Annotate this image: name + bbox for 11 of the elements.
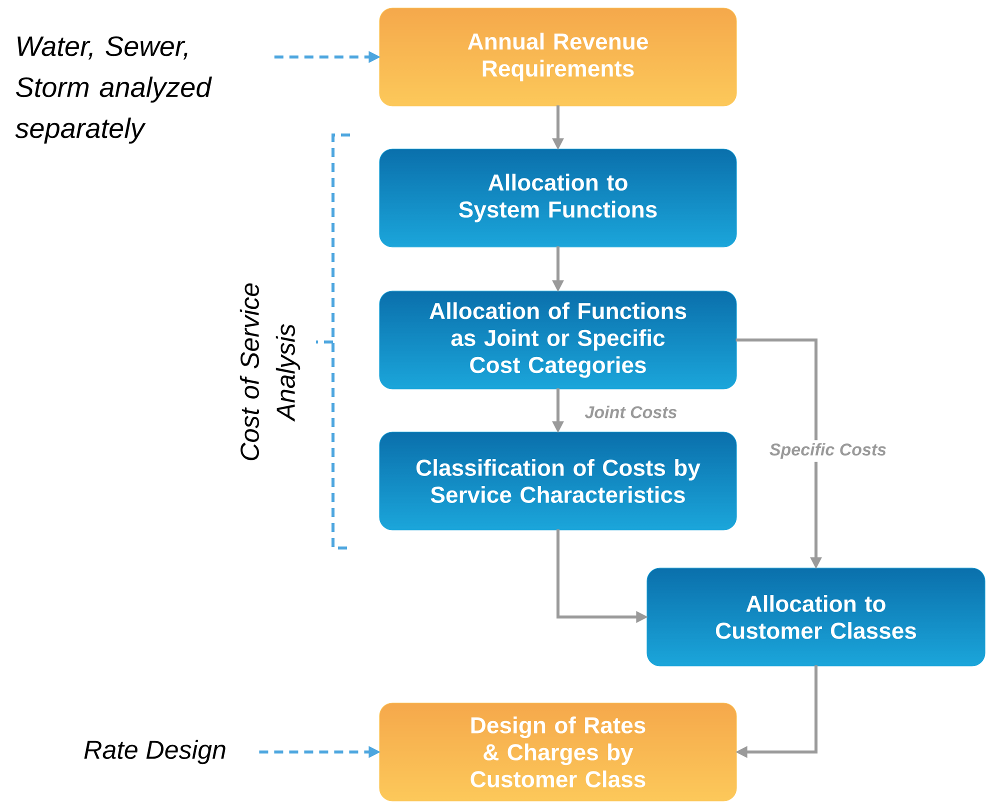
process-box: Annual Revenue Requirements: [379, 8, 737, 106]
process-box: Allocation to Customer Classes: [646, 568, 986, 666]
edge-label: Specific Costs: [766, 440, 890, 462]
process-box: Allocation of Functions as Joint or Specific Cost Categories: [379, 290, 737, 390]
section-label: Cost of Service Analysis: [240, 283, 300, 460]
note-text: Rate Design: [84, 740, 226, 764]
process-box: Allocation to System Functions: [379, 148, 737, 248]
process-box: Design of Rates & Charges by Customer Class: [379, 702, 737, 802]
process-box: Classification of Costs by Service Characteristics: [379, 432, 737, 530]
note-text: Water, Sewer, Storm analyzed separately: [15, 36, 212, 144]
edge-label: Joint Costs: [582, 402, 680, 422]
